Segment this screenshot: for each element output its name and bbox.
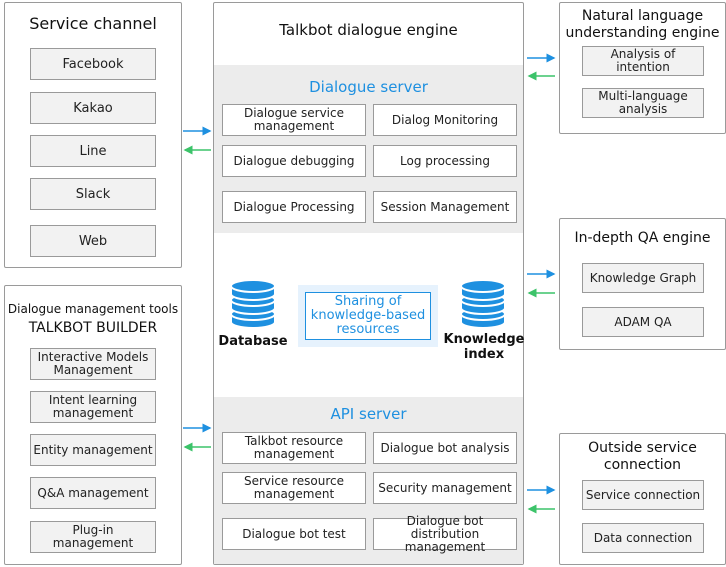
outside-service-connection: Service connection — [582, 480, 704, 510]
knowledge-index-icon — [460, 279, 506, 328]
engine-title: Talkbot dialogue engine — [279, 21, 458, 39]
sharing-resources-box: Sharing of knowledge-based resources — [305, 292, 431, 340]
ds-session-management: Session Management — [373, 191, 517, 223]
nlu-engine-title: Natural language understanding engine — [565, 8, 720, 41]
dialogue-engine-panel: Talkbot dialogue engine Dialogue server … — [213, 2, 524, 565]
api-talkbot-resource: Talkbot resource management — [222, 432, 366, 464]
database-label: Database — [218, 334, 288, 349]
channel-kakao: Kakao — [30, 92, 156, 124]
qa-engine-title: In-depth QA engine — [574, 230, 711, 246]
api-bot-analysis: Dialogue bot analysis — [373, 432, 517, 464]
knowledge-index-label: Knowledge index — [443, 332, 525, 362]
tool-entity-management: Entity management — [30, 434, 156, 466]
outside-service-panel: Outside service connection Service conne… — [559, 433, 726, 565]
tool-plugin-management: Plug-in management — [30, 521, 156, 553]
nlu-intention-analysis: Analysis of intention — [582, 46, 704, 76]
management-tools-panel: Dialogue management tools TALKBOT BUILDE… — [4, 285, 182, 565]
qa-knowledge-graph: Knowledge Graph — [582, 263, 704, 293]
api-server-title: API server — [330, 405, 407, 423]
database-icon — [230, 279, 276, 328]
nlu-multilanguage: Multi-language analysis — [582, 88, 704, 118]
ds-dialogue-processing: Dialogue Processing — [222, 191, 366, 223]
talkbot-builder-title: TALKBOT BUILDER — [28, 320, 158, 336]
ds-debugging: Dialogue debugging — [222, 145, 366, 177]
ds-log-processing: Log processing — [373, 145, 517, 177]
ds-monitoring: Dialog Monitoring — [373, 104, 517, 136]
tool-qa-management: Q&A management — [30, 477, 156, 509]
api-security: Security management — [373, 472, 517, 504]
management-tools-title: Dialogue management tools — [7, 302, 179, 316]
channel-line: Line — [30, 135, 156, 167]
outside-data-connection: Data connection — [582, 523, 704, 553]
channel-slack: Slack — [30, 178, 156, 210]
api-bot-distribution: Dialogue bot distribution management — [373, 514, 517, 553]
tool-intent-learning: Intent learning management — [30, 391, 156, 423]
service-channel-panel: Service channel Facebook Kakao Line Slac… — [4, 2, 182, 268]
api-service-resource: Service resource management — [222, 472, 366, 504]
channel-web: Web — [30, 225, 156, 257]
channel-facebook: Facebook — [30, 48, 156, 80]
tool-interactive-models: Interactive Models Management — [30, 348, 156, 380]
outside-service-title: Outside service connection — [588, 440, 697, 473]
ds-service-management: Dialogue service management — [222, 104, 366, 136]
dialogue-server-title: Dialogue server — [309, 78, 428, 96]
service-channel-title: Service channel — [29, 14, 157, 33]
api-bot-test: Dialogue bot test — [222, 518, 366, 550]
qa-adam-qa: ADAM QA — [582, 307, 704, 337]
nlu-engine-panel: Natural language understanding engine An… — [559, 2, 726, 134]
